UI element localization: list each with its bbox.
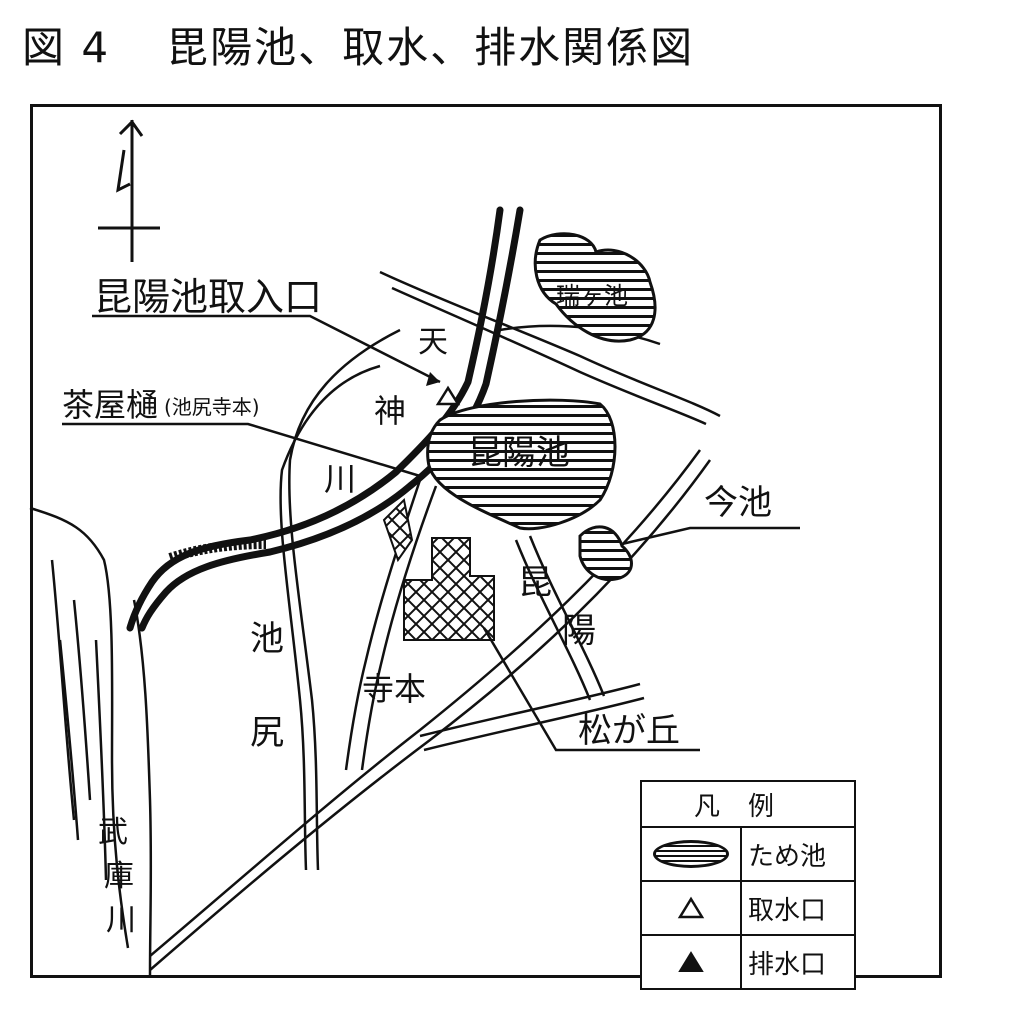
label-teramoto: 寺本: [362, 670, 426, 708]
map-frame: [30, 104, 942, 978]
triangle-filled-icon: [678, 951, 704, 972]
label-matsugaoka: 松が丘: [578, 711, 680, 751]
label-koya-ko: 昆: [518, 563, 552, 603]
imaike-pond: [578, 525, 633, 581]
label-muko-3: 川: [106, 903, 136, 938]
label-tenjin-jin: 神: [374, 392, 406, 430]
label-muko-2: 庫: [104, 859, 134, 894]
map-legend: 凡例 ため池 取水口 排水口: [640, 780, 856, 990]
matsugaoka-area: [403, 537, 495, 641]
label-intake: 昆陽池取入口: [94, 275, 322, 319]
label-chaya-note: (池尻寺本): [164, 395, 260, 419]
label-imaike: 今池: [704, 483, 772, 523]
legend-label-drain: 排水口: [748, 949, 827, 980]
label-chaya: 茶屋樋: [62, 386, 158, 424]
koyaike-pond: [426, 398, 617, 531]
legend-row-drain: 排水口: [642, 936, 854, 988]
triangle-outline-icon: [677, 896, 705, 919]
label-koya-yo: 陽: [562, 611, 596, 651]
figure-title: 図 4 毘陽池、取水、排水関係図: [22, 14, 694, 75]
legend-label-pond: ため池: [748, 841, 827, 872]
label-ikejiri-ike: 池: [250, 619, 284, 659]
tenjin-river: [126, 206, 524, 632]
label-zuigaike: 瑞ヶ池: [556, 282, 628, 310]
legend-label-intake: 取水口: [748, 895, 827, 926]
legend-row-pond: ため池: [642, 828, 854, 882]
figure-caption: 毘陽池、取水、排水関係図: [166, 23, 695, 72]
north-arrow-icon: [98, 119, 160, 262]
leader-lines: [62, 314, 800, 752]
label-koyaike: 昆陽池: [468, 433, 570, 473]
legend-row-intake: 取水口: [642, 882, 854, 936]
label-tenjin-ten: 天: [418, 325, 448, 360]
intake-triangle-icon: [435, 385, 461, 406]
label-muko-1: 武: [98, 815, 128, 850]
legend-header: 凡例: [642, 782, 854, 828]
muko-river: [29, 506, 153, 977]
figure-number: 図 4: [22, 23, 111, 72]
zuigaike-pond: [533, 232, 657, 343]
teramoto-area: [382, 497, 414, 563]
label-tenjin-kawa: 川: [324, 460, 356, 498]
label-ikejiri-shiri: 尻: [250, 713, 284, 753]
pond-icon: [653, 840, 729, 868]
